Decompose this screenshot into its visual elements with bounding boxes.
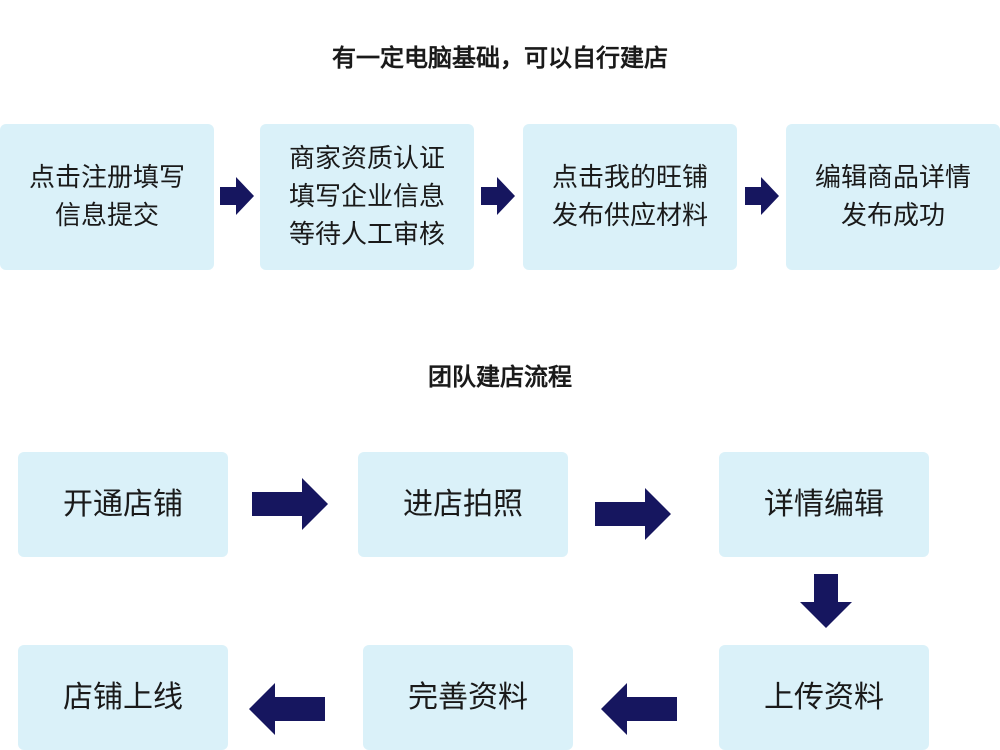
step-shop-online: 店铺上线 xyxy=(18,645,228,750)
arrow-down-icon xyxy=(800,574,852,628)
arrow-right-icon xyxy=(252,478,328,530)
step-label: 店铺上线 xyxy=(63,679,183,715)
step-detail-edit: 详情编辑 xyxy=(719,452,929,557)
step-qualification: 商家资质认证 填写企业信息 等待人工审核 xyxy=(260,124,474,270)
step-text-line: 点击注册填写 xyxy=(28,163,185,193)
step-text-line: 发布供应材料 xyxy=(551,201,708,231)
arrow-right-icon xyxy=(220,177,254,215)
arrow-left-icon xyxy=(601,683,677,735)
step-text-line: 编辑商品详情 xyxy=(814,163,971,193)
arrow-left-icon xyxy=(249,683,325,735)
step-register: 点击注册填写 信息提交 xyxy=(0,124,214,270)
arrow-right-icon xyxy=(745,177,779,215)
step-photo: 进店拍照 xyxy=(358,452,568,557)
step-text-line: 点击我的旺铺 xyxy=(551,163,708,193)
step-text-line: 发布成功 xyxy=(840,201,945,231)
step-open-shop: 开通店铺 xyxy=(18,452,228,557)
section-title-team-build: 团队建店流程 xyxy=(428,363,572,391)
step-publish-supply: 点击我的旺铺 发布供应材料 xyxy=(523,124,737,270)
step-text-line: 填写企业信息 xyxy=(288,182,445,212)
step-label: 详情编辑 xyxy=(764,486,884,522)
step-text-line: 等待人工审核 xyxy=(288,220,445,250)
step-label: 上传资料 xyxy=(764,679,884,715)
step-label: 完善资料 xyxy=(408,679,528,715)
step-text-line: 信息提交 xyxy=(54,201,159,231)
step-edit-details: 编辑商品详情 发布成功 xyxy=(786,124,1000,270)
step-upload: 上传资料 xyxy=(719,645,929,750)
step-label: 开通店铺 xyxy=(63,486,183,522)
arrow-right-icon xyxy=(481,177,515,215)
section-title-self-build: 有一定电脑基础，可以自行建店 xyxy=(332,44,668,72)
step-label: 进店拍照 xyxy=(403,486,523,522)
step-complete-info: 完善资料 xyxy=(363,645,573,750)
step-text-line: 商家资质认证 xyxy=(288,144,445,174)
arrow-right-icon xyxy=(595,488,671,540)
